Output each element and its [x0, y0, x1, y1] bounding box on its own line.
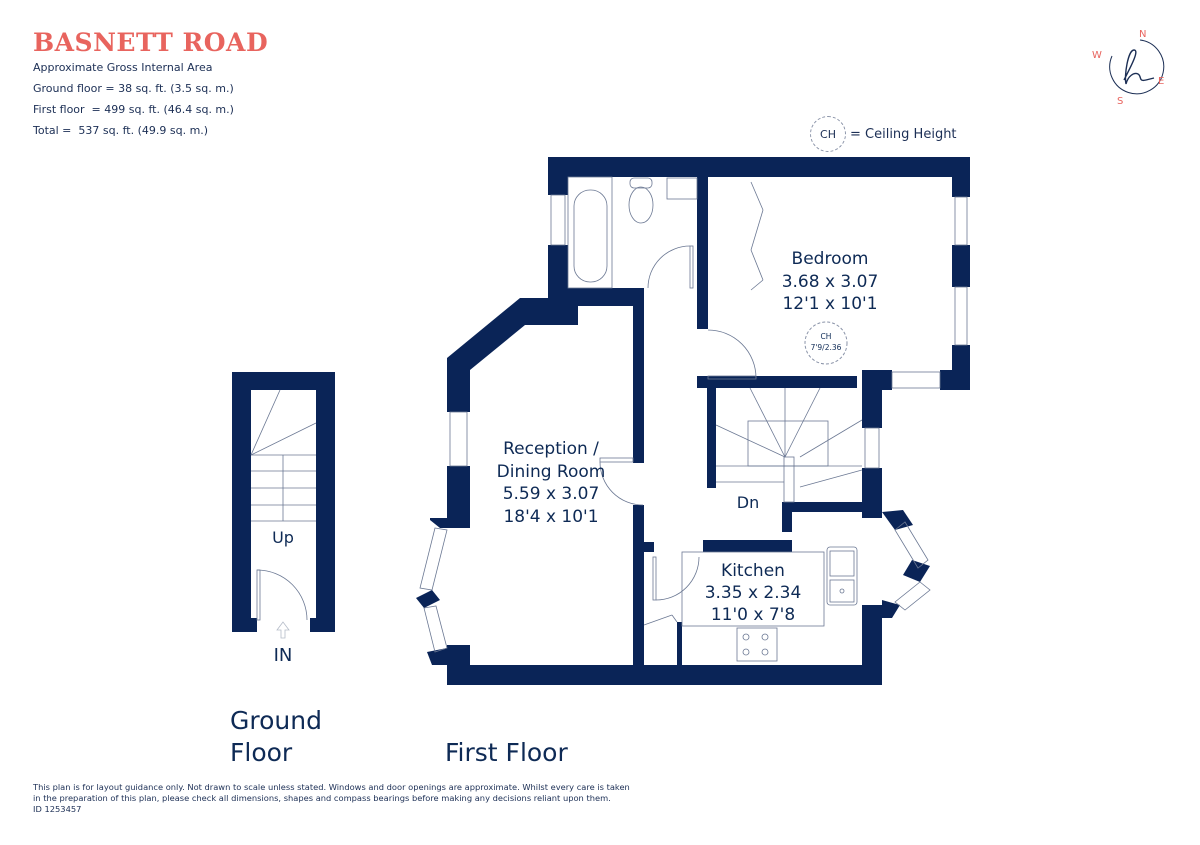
ground-floor-label-line1: Ground — [230, 706, 322, 735]
bedroom-name: Bedroom — [792, 249, 869, 269]
compass-logo-icon — [1109, 39, 1165, 95]
disclaimer: This plan is for layout guidance only. N… — [33, 782, 633, 815]
bedroom-metric: 3.68 x 3.07 — [782, 272, 879, 292]
bedroom-imperial: 12'1 x 10'1 — [782, 294, 877, 314]
kitchen-metric: 3.35 x 2.34 — [705, 583, 802, 603]
reception-imperial: 18'4 x 10'1 — [503, 507, 598, 527]
fixtures — [250, 176, 968, 662]
ceiling-height-symbol: CH — [810, 116, 846, 152]
ground-floor-label-line2: Floor — [230, 738, 293, 767]
compass: N E S W — [1088, 28, 1176, 112]
ceiling-height-marker — [804, 321, 848, 365]
property-title: BASNETT ROAD — [33, 28, 269, 57]
stairs-down-label: Dn — [737, 493, 759, 512]
ch-value: 7'9/2.36 — [811, 343, 842, 352]
kitchen-imperial: 11'0 x 7'8 — [711, 605, 795, 625]
compass-south: S — [1117, 96, 1124, 107]
reception-metric: 5.59 x 3.07 — [503, 484, 600, 504]
total-area: Total = 537 sq. ft. (49.9 sq. m.) — [33, 124, 209, 137]
first-floor-area: First floor = 499 sq. ft. (46.4 sq. m.) — [33, 103, 234, 116]
first-floor-label: First Floor — [445, 738, 568, 767]
reception-name-1: Reception / — [503, 439, 599, 459]
plan-id: ID 1253457 — [33, 804, 82, 814]
ch-label: CH — [821, 332, 832, 341]
reception-name-2: Dining Room — [497, 462, 606, 482]
compass-north: N — [1139, 29, 1147, 40]
legend-text: = Ceiling Height — [850, 126, 957, 142]
ceiling-height-legend: CH = Ceiling Height — [810, 116, 957, 152]
entrance-label: IN — [274, 645, 293, 666]
area-heading: Approximate Gross Internal Area — [33, 61, 213, 74]
ground-floor-area: Ground floor = 38 sq. ft. (3.5 sq. m.) — [33, 82, 234, 95]
entrance-arrow-icon — [276, 621, 290, 639]
walls — [232, 157, 970, 685]
stairs-up-label: Up — [272, 528, 294, 547]
compass-east: E — [1158, 76, 1165, 87]
kitchen-name: Kitchen — [721, 561, 785, 581]
disclaimer-line-2: in the preparation of this plan, please … — [33, 793, 611, 803]
disclaimer-line-1: This plan is for layout guidance only. N… — [33, 782, 630, 792]
compass-west: W — [1092, 50, 1102, 61]
